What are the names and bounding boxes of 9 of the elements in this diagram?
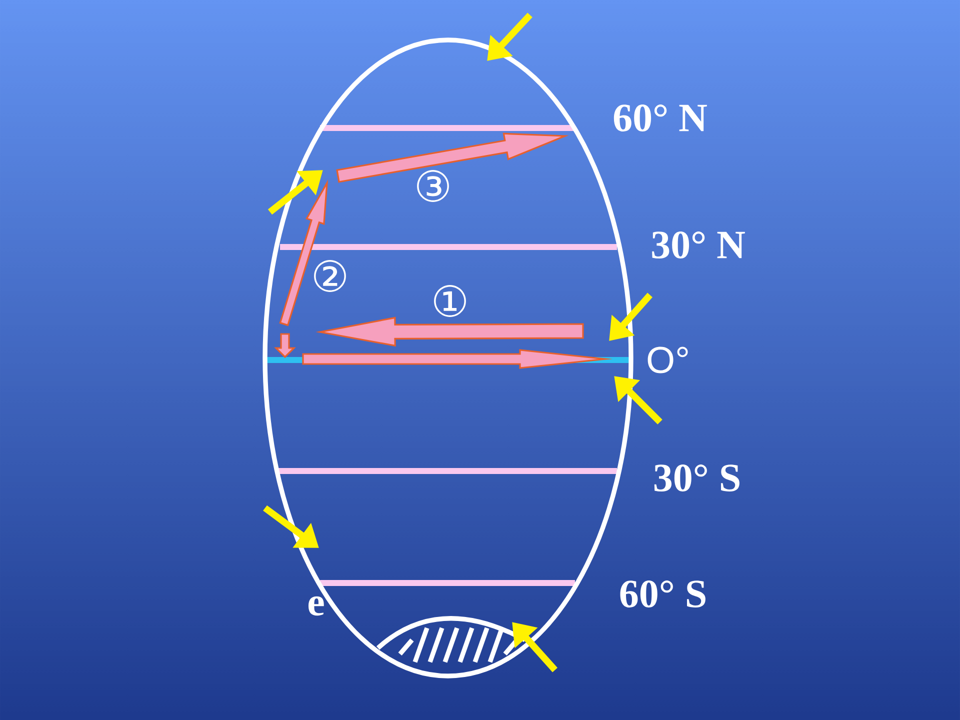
- latitude-label: 60° S: [620, 580, 706, 608]
- latitude-label: 30° S: [654, 464, 740, 492]
- latitude-label: e: [308, 596, 324, 616]
- circled-number: ③: [417, 170, 449, 202]
- circled-number: ②: [314, 260, 346, 292]
- latitude-label: O°: [648, 346, 688, 374]
- latitude-label: 60° N: [614, 104, 707, 132]
- latitude-label: 30° N: [652, 232, 745, 258]
- circled-number: ①: [434, 285, 466, 317]
